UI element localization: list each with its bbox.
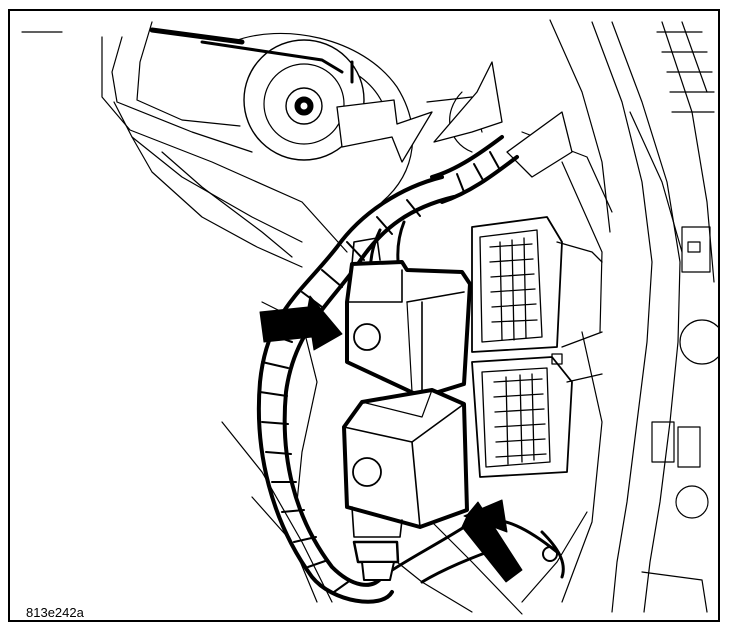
ignition-switch (149, 27, 365, 161)
illustration-frame: 813e242a (8, 9, 720, 622)
dash-panel-lines (21, 19, 718, 615)
arrow-upper-module (259, 295, 343, 351)
upper-connector-module (345, 237, 472, 399)
lower-connector-module (342, 388, 469, 538)
callout-arrows (259, 295, 523, 583)
arrow-lower-module (461, 501, 523, 583)
figure-id-label: 813e242a (26, 605, 84, 620)
junction-block (471, 216, 603, 478)
technical-illustration (21, 19, 718, 615)
callout-pointers (336, 61, 573, 178)
